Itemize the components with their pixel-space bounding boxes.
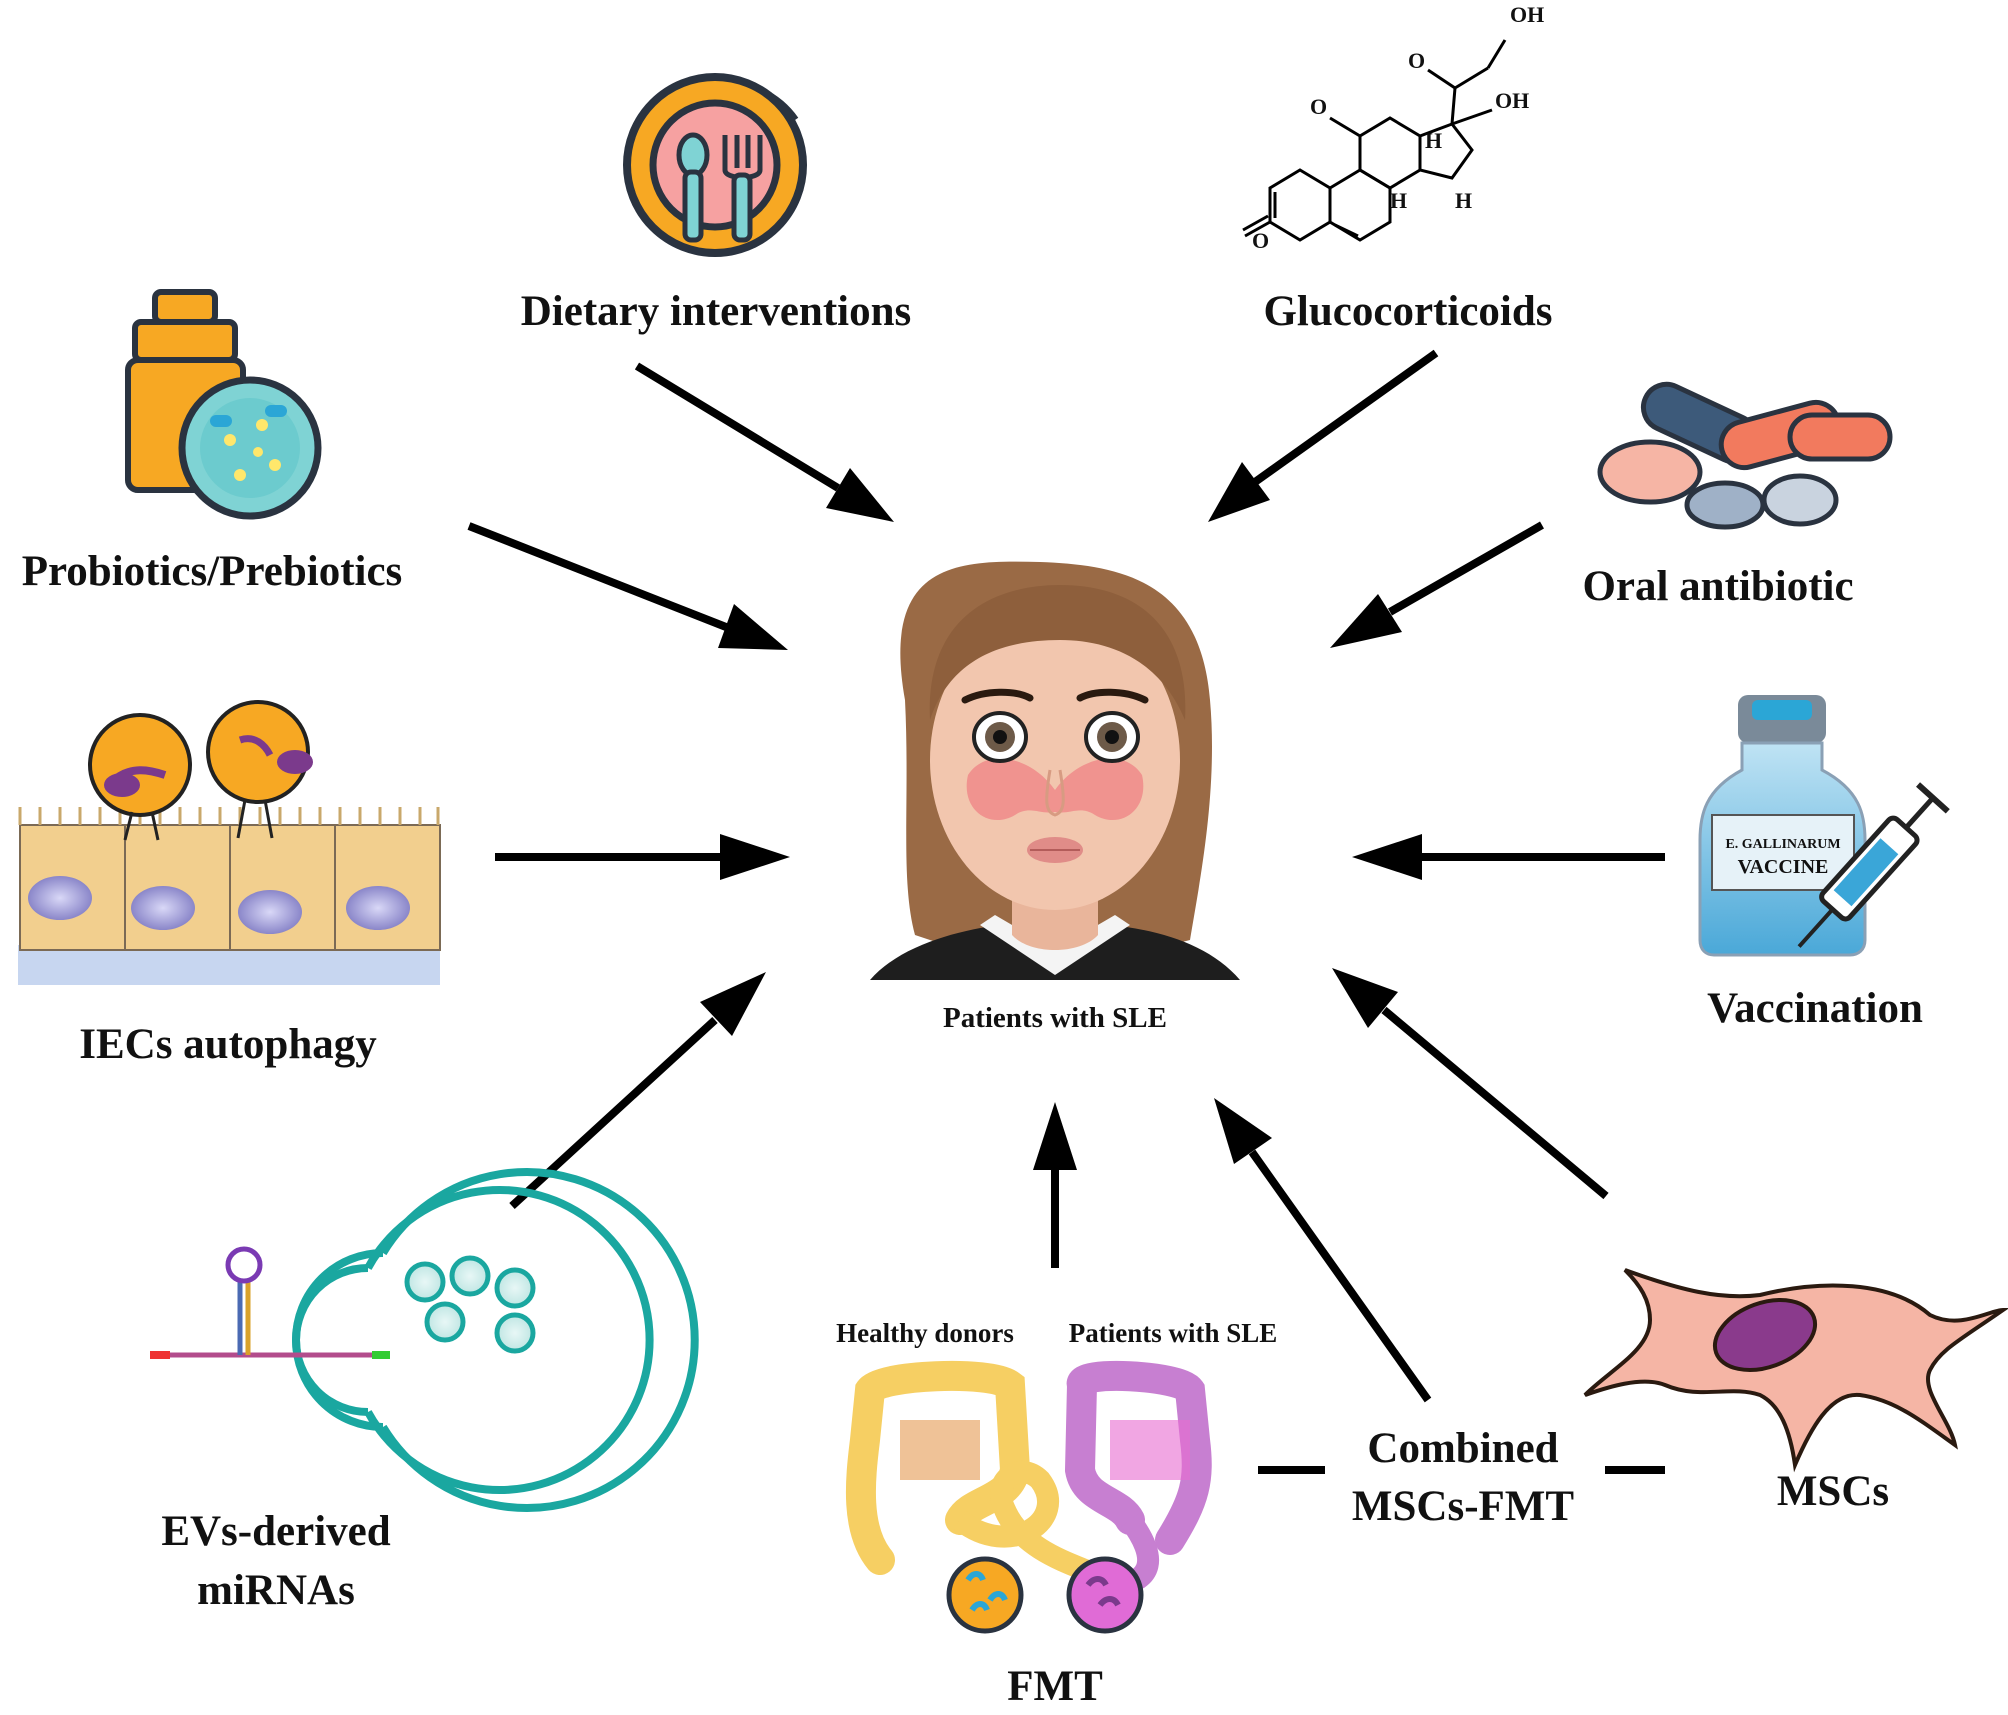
probiotic-bottle-icon: [125, 289, 322, 520]
vial-label-line1: E. GALLINARUM: [1725, 837, 1840, 852]
arrow-probiotics: [467, 522, 788, 650]
arrow-glucocorticoids: [1208, 349, 1439, 522]
fmt-label: FMT: [1007, 1663, 1103, 1710]
atom-o-side: O: [1408, 48, 1425, 73]
pills-icon: [1597, 381, 1893, 530]
combined-label-line2: MSCs-FMT: [1352, 1483, 1574, 1530]
plate-icon: [623, 73, 807, 257]
msc-cell-icon: [1583, 1268, 2008, 1473]
glucocorticoids-node: OH OH O O O H H H Glucocorticoids: [1242, 2, 1553, 335]
dietary-node: Dietary interventions: [521, 73, 912, 335]
extracellular-vesicle-icon: [150, 1168, 699, 1512]
steroid-structure-icon: [1242, 39, 1507, 242]
atom-oh-2: OH: [1495, 88, 1529, 113]
iecs-node: IECs autophagy: [18, 700, 441, 1068]
evs-label-line1: EVs-derived: [161, 1508, 390, 1555]
evs-label-line2: miRNAs: [197, 1567, 355, 1614]
fmt-node: Healthy donors Patients with SLE FMT: [836, 1318, 1277, 1710]
atom-h-1: H: [1425, 128, 1442, 153]
arrow-iecs: [495, 834, 790, 880]
vial-label-line2: VACCINE: [1738, 856, 1829, 878]
center-label: Patients with SLE: [943, 1002, 1167, 1034]
fmt-patients-label: Patients with SLE: [1069, 1318, 1278, 1348]
mscs-label: MSCs: [1777, 1468, 1889, 1515]
patient-illustration: Patients with SLE: [870, 561, 1240, 1034]
atom-o-enone: O: [1252, 228, 1269, 253]
combined-label-line1: Combined: [1367, 1425, 1558, 1472]
iecs-label: IECs autophagy: [79, 1021, 377, 1068]
healthy-colon-icon: [845, 1360, 1090, 1634]
arrow-combined: [1214, 1098, 1432, 1403]
epithelial-cells-icon: [18, 700, 441, 985]
steroid-atom-labels: OH OH O O O H H H: [1252, 2, 1544, 253]
fmt-healthy-label: Healthy donors: [836, 1318, 1014, 1348]
arrow-vaccination: [1352, 834, 1665, 880]
arrow-mscs: [1332, 968, 1609, 1200]
glucocorticoids-label: Glucocorticoids: [1263, 288, 1552, 335]
atom-h-3: H: [1455, 188, 1472, 213]
arrow-oral-antibiotic: [1330, 521, 1544, 648]
dietary-label: Dietary interventions: [521, 288, 912, 335]
vaccination-node: E. GALLINARUM VACCINE Vaccination: [1698, 695, 1950, 1032]
probiotics-node: Probiotics/Prebiotics: [22, 289, 403, 595]
atom-o-ring: O: [1310, 94, 1327, 119]
atom-h-2: H: [1390, 188, 1407, 213]
combined-node: Combined MSCs-FMT: [1352, 1425, 1574, 1530]
syringe-icon: [1797, 782, 1950, 948]
evs-node: EVs-derived miRNAs: [150, 1168, 699, 1614]
vaccination-label: Vaccination: [1707, 985, 1923, 1032]
probiotics-label: Probiotics/Prebiotics: [22, 548, 403, 595]
sle-colon-icon: [1064, 1360, 1212, 1634]
mscs-node: MSCs: [1583, 1268, 2008, 1515]
arrow-fmt: [1033, 1102, 1077, 1268]
oral-antibiotic-label: Oral antibiotic: [1582, 563, 1853, 610]
oral-antibiotic-node: Oral antibiotic: [1582, 381, 1893, 610]
atom-oh-1: OH: [1510, 2, 1544, 27]
arrow-dietary: [634, 362, 894, 522]
